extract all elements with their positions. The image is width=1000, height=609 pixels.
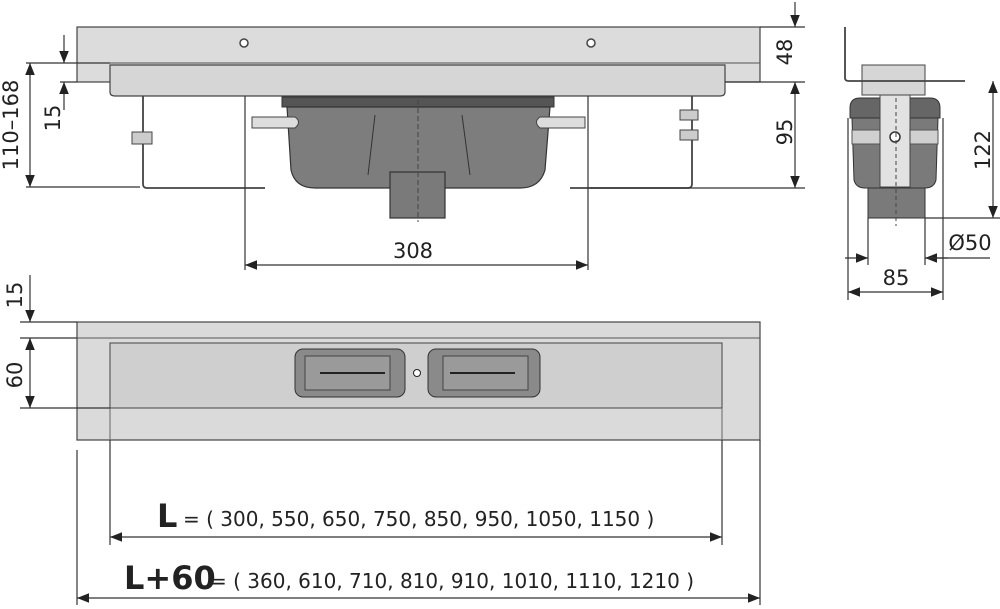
bracket-nut [679, 109, 699, 121]
right-clamp [536, 116, 586, 129]
side-view [844, 27, 965, 226]
channel-flange [109, 64, 726, 97]
left-bracket [142, 96, 265, 189]
dim-diameter-50: Ø50 [948, 231, 991, 255]
dim-95: 95 [773, 119, 797, 146]
drain-body [286, 106, 551, 189]
outlet-pipe [389, 171, 446, 219]
mounting-hole-icon [239, 38, 249, 48]
dim-110-168: 110–168 [0, 80, 23, 171]
front-view [76, 26, 761, 270]
top-view [76, 321, 761, 441]
adjuster-screw-icon [889, 131, 901, 143]
total-length-symbol: L+60 [124, 559, 216, 597]
bracket-nut [131, 131, 153, 145]
dim-122: 122 [971, 130, 995, 170]
dim-85: 85 [883, 266, 910, 290]
left-clamp [251, 116, 299, 129]
dim-15: 15 [41, 105, 65, 132]
length-symbol: L [157, 497, 177, 535]
bracket-nut [679, 129, 699, 141]
length-values: = ( 300, 550, 650, 750, 850, 950, 1050, … [183, 507, 654, 531]
mounting-hole-icon [586, 38, 596, 48]
dim-60: 60 [3, 362, 27, 389]
side-top-plate [861, 64, 926, 96]
dim-48: 48 [773, 39, 797, 66]
dim-308: 308 [393, 239, 433, 263]
body-contour [367, 114, 471, 176]
dim-rim-15: 15 [3, 282, 27, 309]
side-bracket [844, 27, 965, 82]
center-screw-icon [413, 369, 421, 377]
total-length-values: = ( 360, 610, 710, 810, 910, 1010, 1110,… [210, 569, 694, 593]
